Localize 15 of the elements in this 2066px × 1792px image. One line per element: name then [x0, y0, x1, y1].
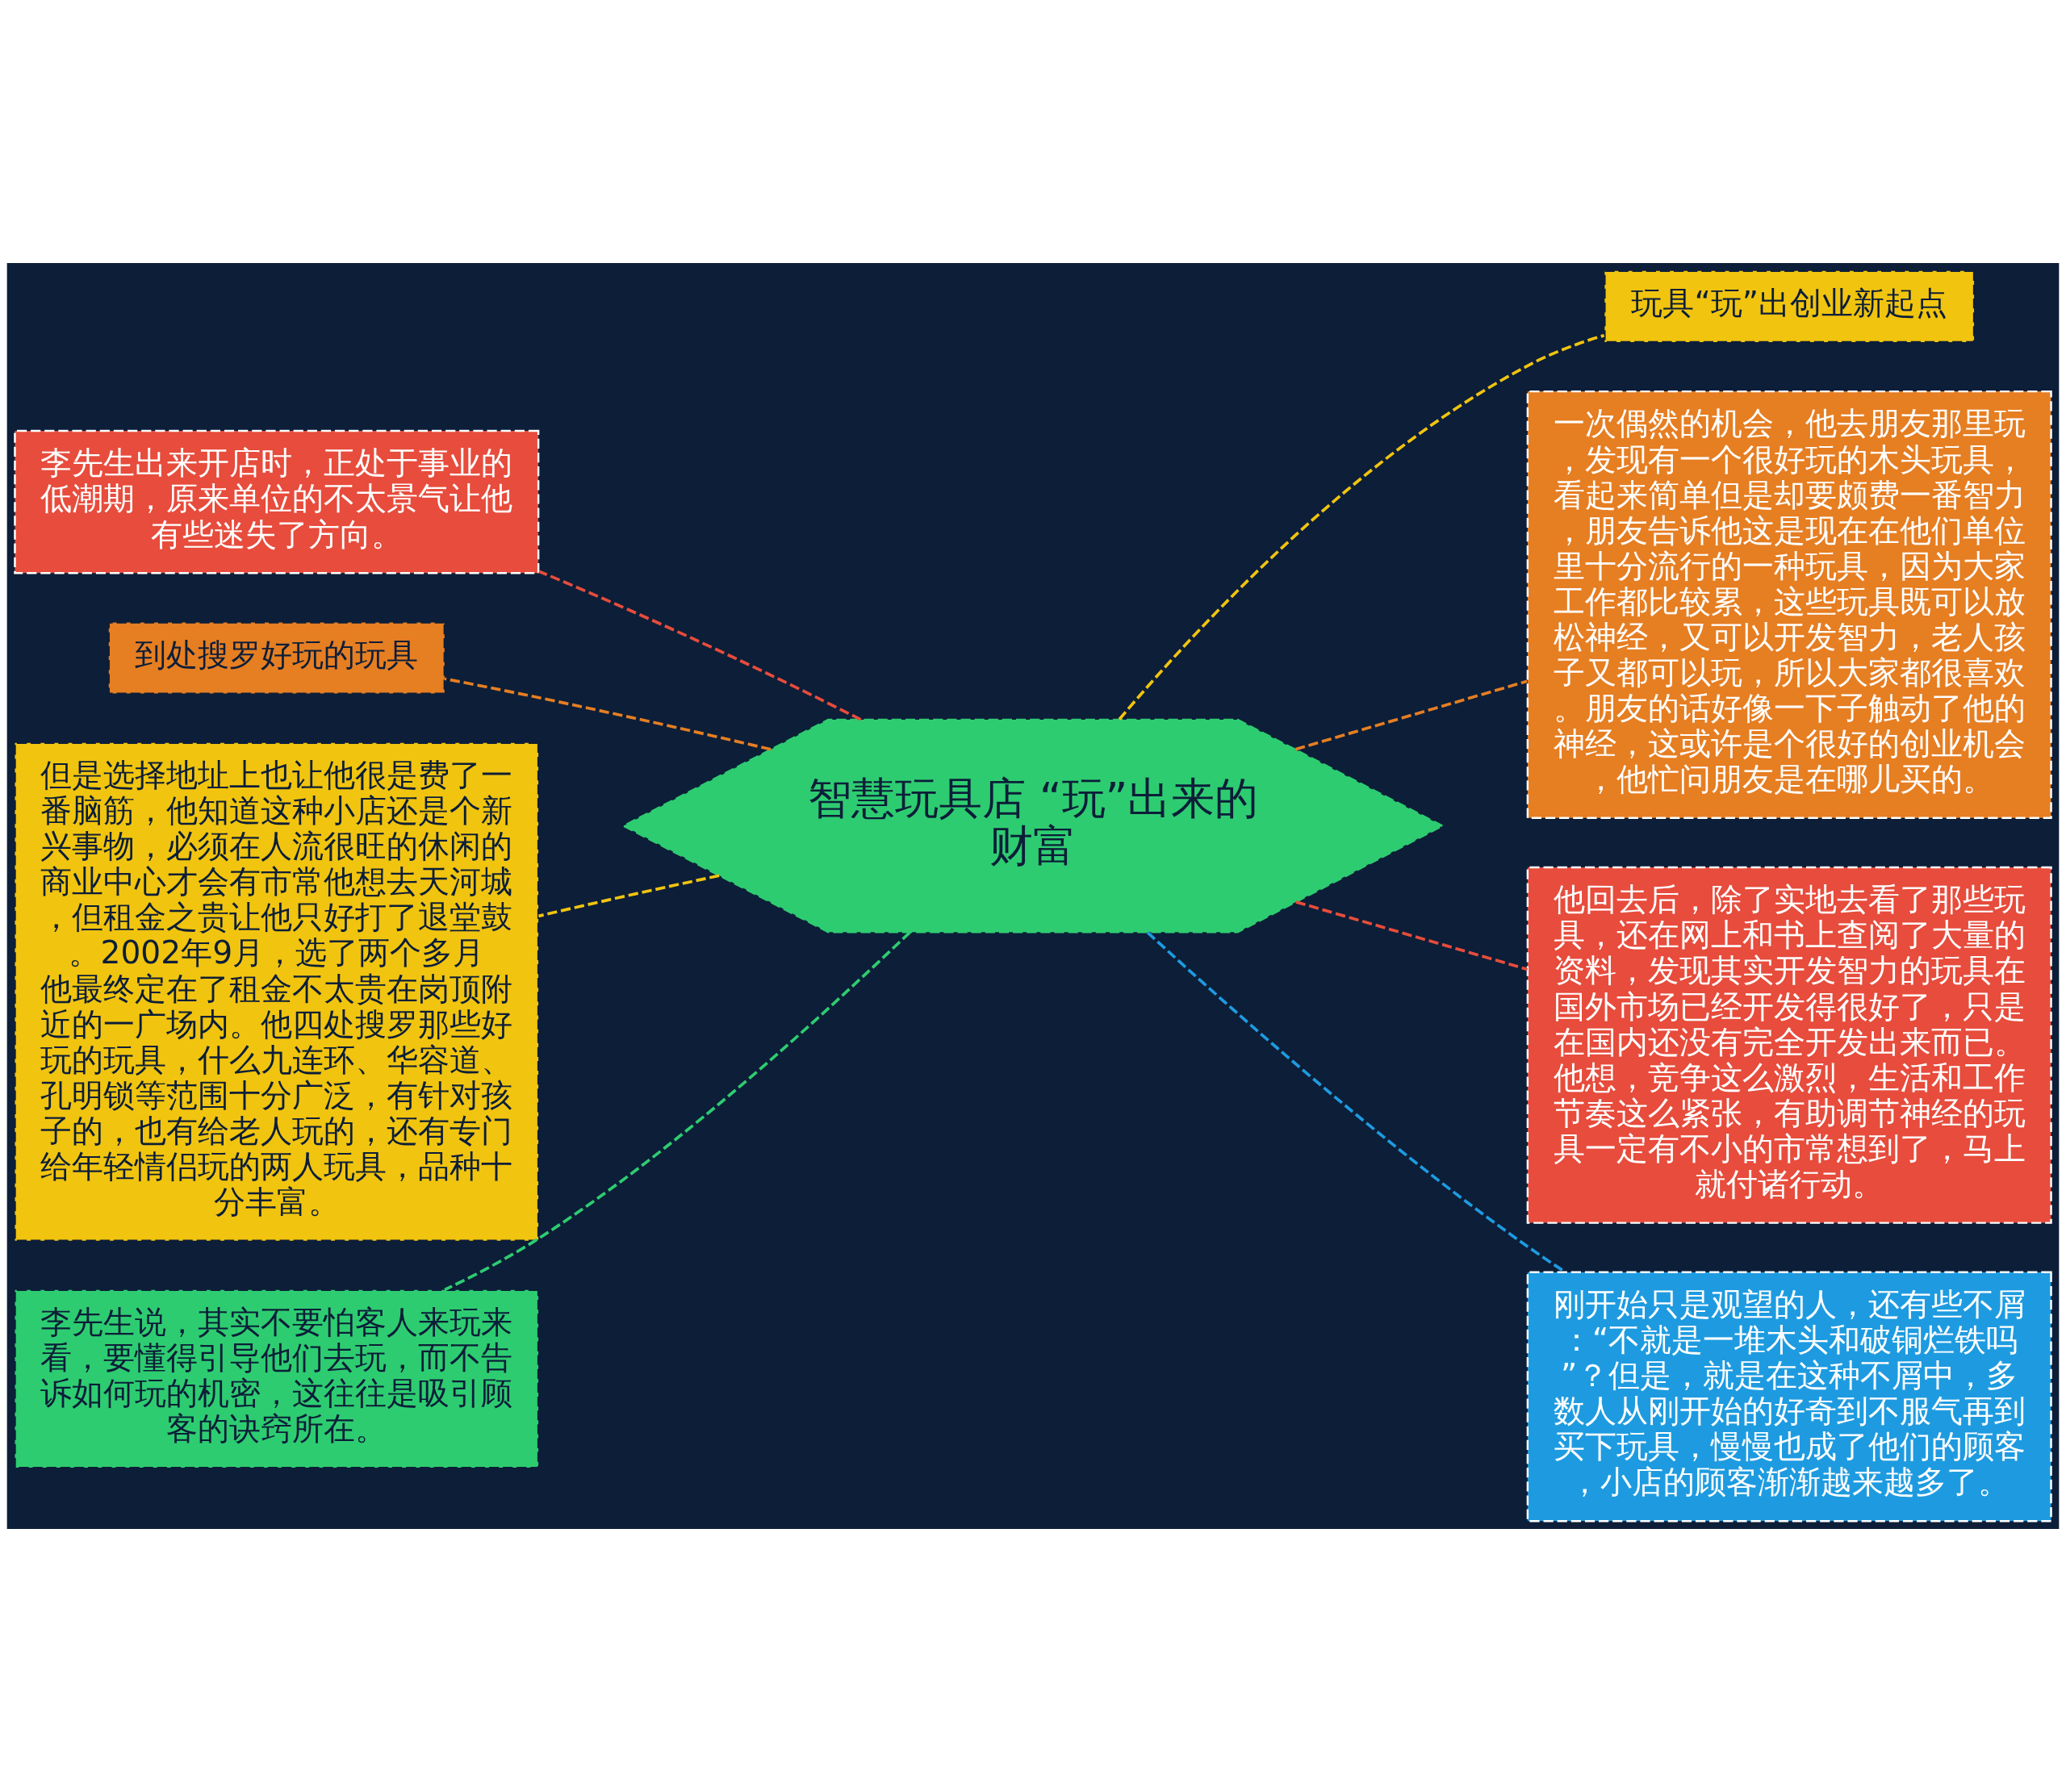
- connector: [444, 931, 911, 1292]
- node-box: 李先生说，其实不要怕客人来玩来看，要懂得引导他们去玩，而不告诉如何玩的机密，这往往是吸引顾客的诀窍所在。: [14, 1289, 540, 1469]
- node-box: 李先生出来开店时，正处于事业的低潮期，原来单位的不太景气让他有些迷失了方向。: [14, 429, 540, 574]
- connector: [1118, 333, 1605, 721]
- connector: [1294, 679, 1528, 751]
- connector: [538, 570, 862, 721]
- node-box: 玩具“玩”出创业新起点: [1604, 269, 1976, 344]
- connector: [444, 677, 772, 751]
- node-box: 一次偶然的机会，他去朋友那里玩，发现有一个很好玩的木头玩具，看起来简单但是却要颇费一番智力，朋友告诉他这是现在在他们单位里十分流行的一种玩具，因为大家工作都比较累，这些玩具既可以放松神经，又可以开发智力，老人孩子又都可以玩，所以大家都很喜欢。朋友的话好像一下子触动了他的神经，这或许是个很好的创业机会，他忙问朋友是在哪儿买的。: [1526, 390, 2052, 820]
- connector: [537, 874, 720, 918]
- node-box: 他回去后，除了实地去看了那些玩具，还在网上和书上查阅了大量的资料，发现其实开发智力的玩具在国外市场已经开发得很好了，只是在国内还没有完全开发出来而已。他想，竞争这么激烈，生活和工作节奏这么紧张，有助调节神经的玩具一定有不小的市常想到了，马上就付诸行动。: [1526, 866, 2052, 1224]
- node-box: 到处搜罗好玩的玩具: [107, 621, 446, 695]
- connector: [1295, 900, 1529, 971]
- node-box: 刚开始只是观望的人，还有些不屑：“不就是一堆木头和破铜烂铁吗”？但是，就是在这种不屑中，多数人从刚开始的好奇到不服气再到买下玩具，慢慢也成了他们的顾客，小店的顾客渐渐越来越多了。: [1526, 1271, 2052, 1523]
- node-box: 但是选择地址上也让他很是费了一番脑筋，他知道这种小店还是个新兴事物，必须在人流很旺的休闲的商业中心才会有市常他想去天河城，但租金之贵让他只好打了退堂鼓。2002年9月，选了两个多月他最终定在了租金不太贵在岗顶附近的一广场内。他四处搜罗那些好玩的玩具，什么九连环、华容道、孔明锁等范围十分广泛，有针对孩子的，也有给老人玩的，还有专门给年轻情侣玩的两人玩具，品种十分丰富。: [14, 741, 540, 1242]
